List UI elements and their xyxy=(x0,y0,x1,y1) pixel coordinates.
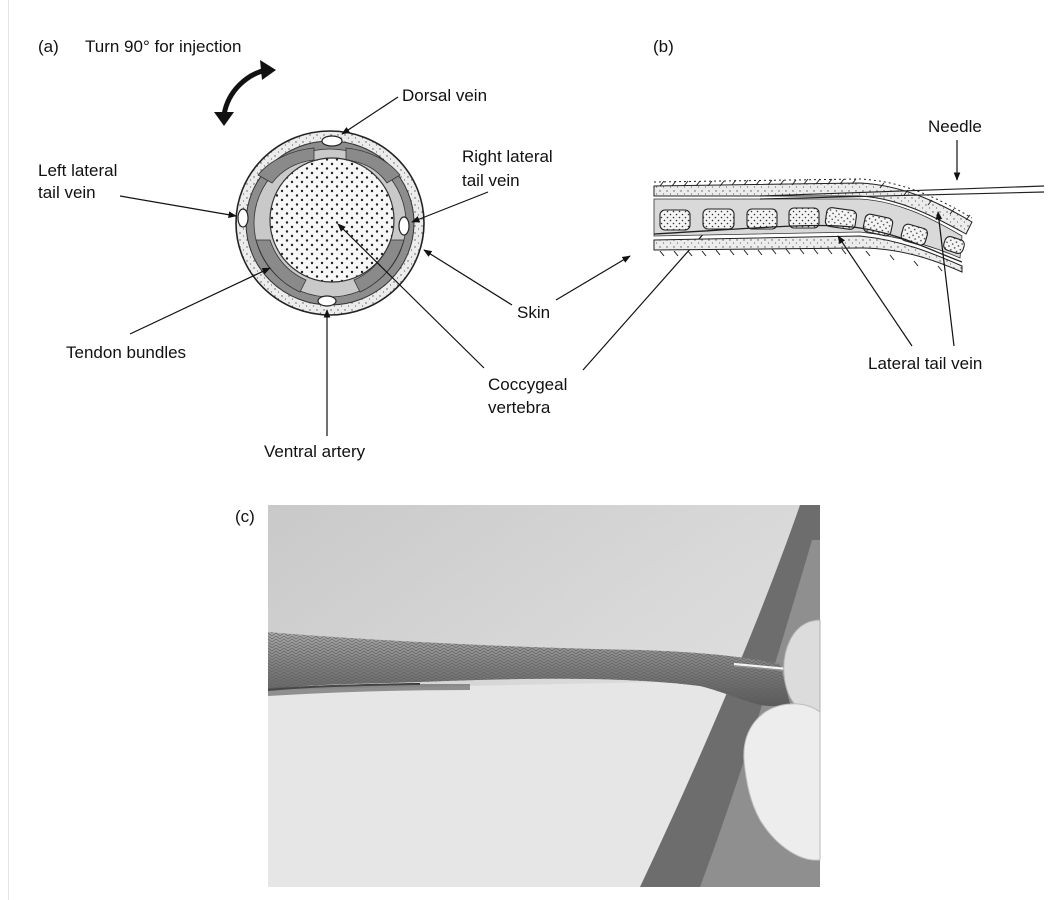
skin-label: Skin xyxy=(517,303,550,322)
tail-injection-photo xyxy=(268,505,820,887)
vertebra xyxy=(747,209,777,229)
tail-longitudinal-section xyxy=(654,179,972,272)
right-lateral-vein xyxy=(399,217,409,235)
coccygeal-label-line1: Coccygeal xyxy=(488,375,567,394)
dorsal-vein-label: Dorsal vein xyxy=(402,86,487,105)
left-lateral-label-line2: tail vein xyxy=(38,183,96,202)
panel-b-label: (b) xyxy=(653,37,674,56)
right-lateral-label-line2: tail vein xyxy=(462,171,520,190)
tail-cross-section xyxy=(236,131,424,315)
right-lateral-label-line1: Right lateral xyxy=(462,147,553,166)
left-lateral-vein xyxy=(238,209,248,227)
vertebra xyxy=(703,209,734,229)
left-lateral-pointer xyxy=(120,196,236,216)
needle-label: Needle xyxy=(928,117,982,136)
panel-c-label: (c) xyxy=(235,507,255,526)
skin-pointer-b xyxy=(556,256,630,300)
lateral-vein-pointer-a xyxy=(838,236,912,346)
ventral-artery-vessel xyxy=(318,296,336,306)
panel-a-label: (a) xyxy=(38,37,59,56)
lateral-tail-vein-label: Lateral tail vein xyxy=(868,354,982,373)
coccygeal-label-line2: vertebra xyxy=(488,398,551,417)
vertebra xyxy=(660,210,690,230)
tendon-bundles-label: Tendon bundles xyxy=(66,343,186,362)
dorsal-vein xyxy=(322,136,342,146)
right-lateral-pointer xyxy=(412,192,488,222)
skin-pointer-a xyxy=(424,250,512,305)
left-lateral-label-line1: Left lateral xyxy=(38,161,117,180)
turn-instruction-text: Turn 90° for injection xyxy=(85,37,241,56)
ventral-artery-label: Ventral artery xyxy=(264,442,366,461)
dorsal-vein-pointer xyxy=(342,97,398,134)
coccygeal-vertebra xyxy=(270,158,394,282)
rotate-arrow-icon xyxy=(214,60,276,126)
tendon-bundles-pointer xyxy=(130,268,270,334)
